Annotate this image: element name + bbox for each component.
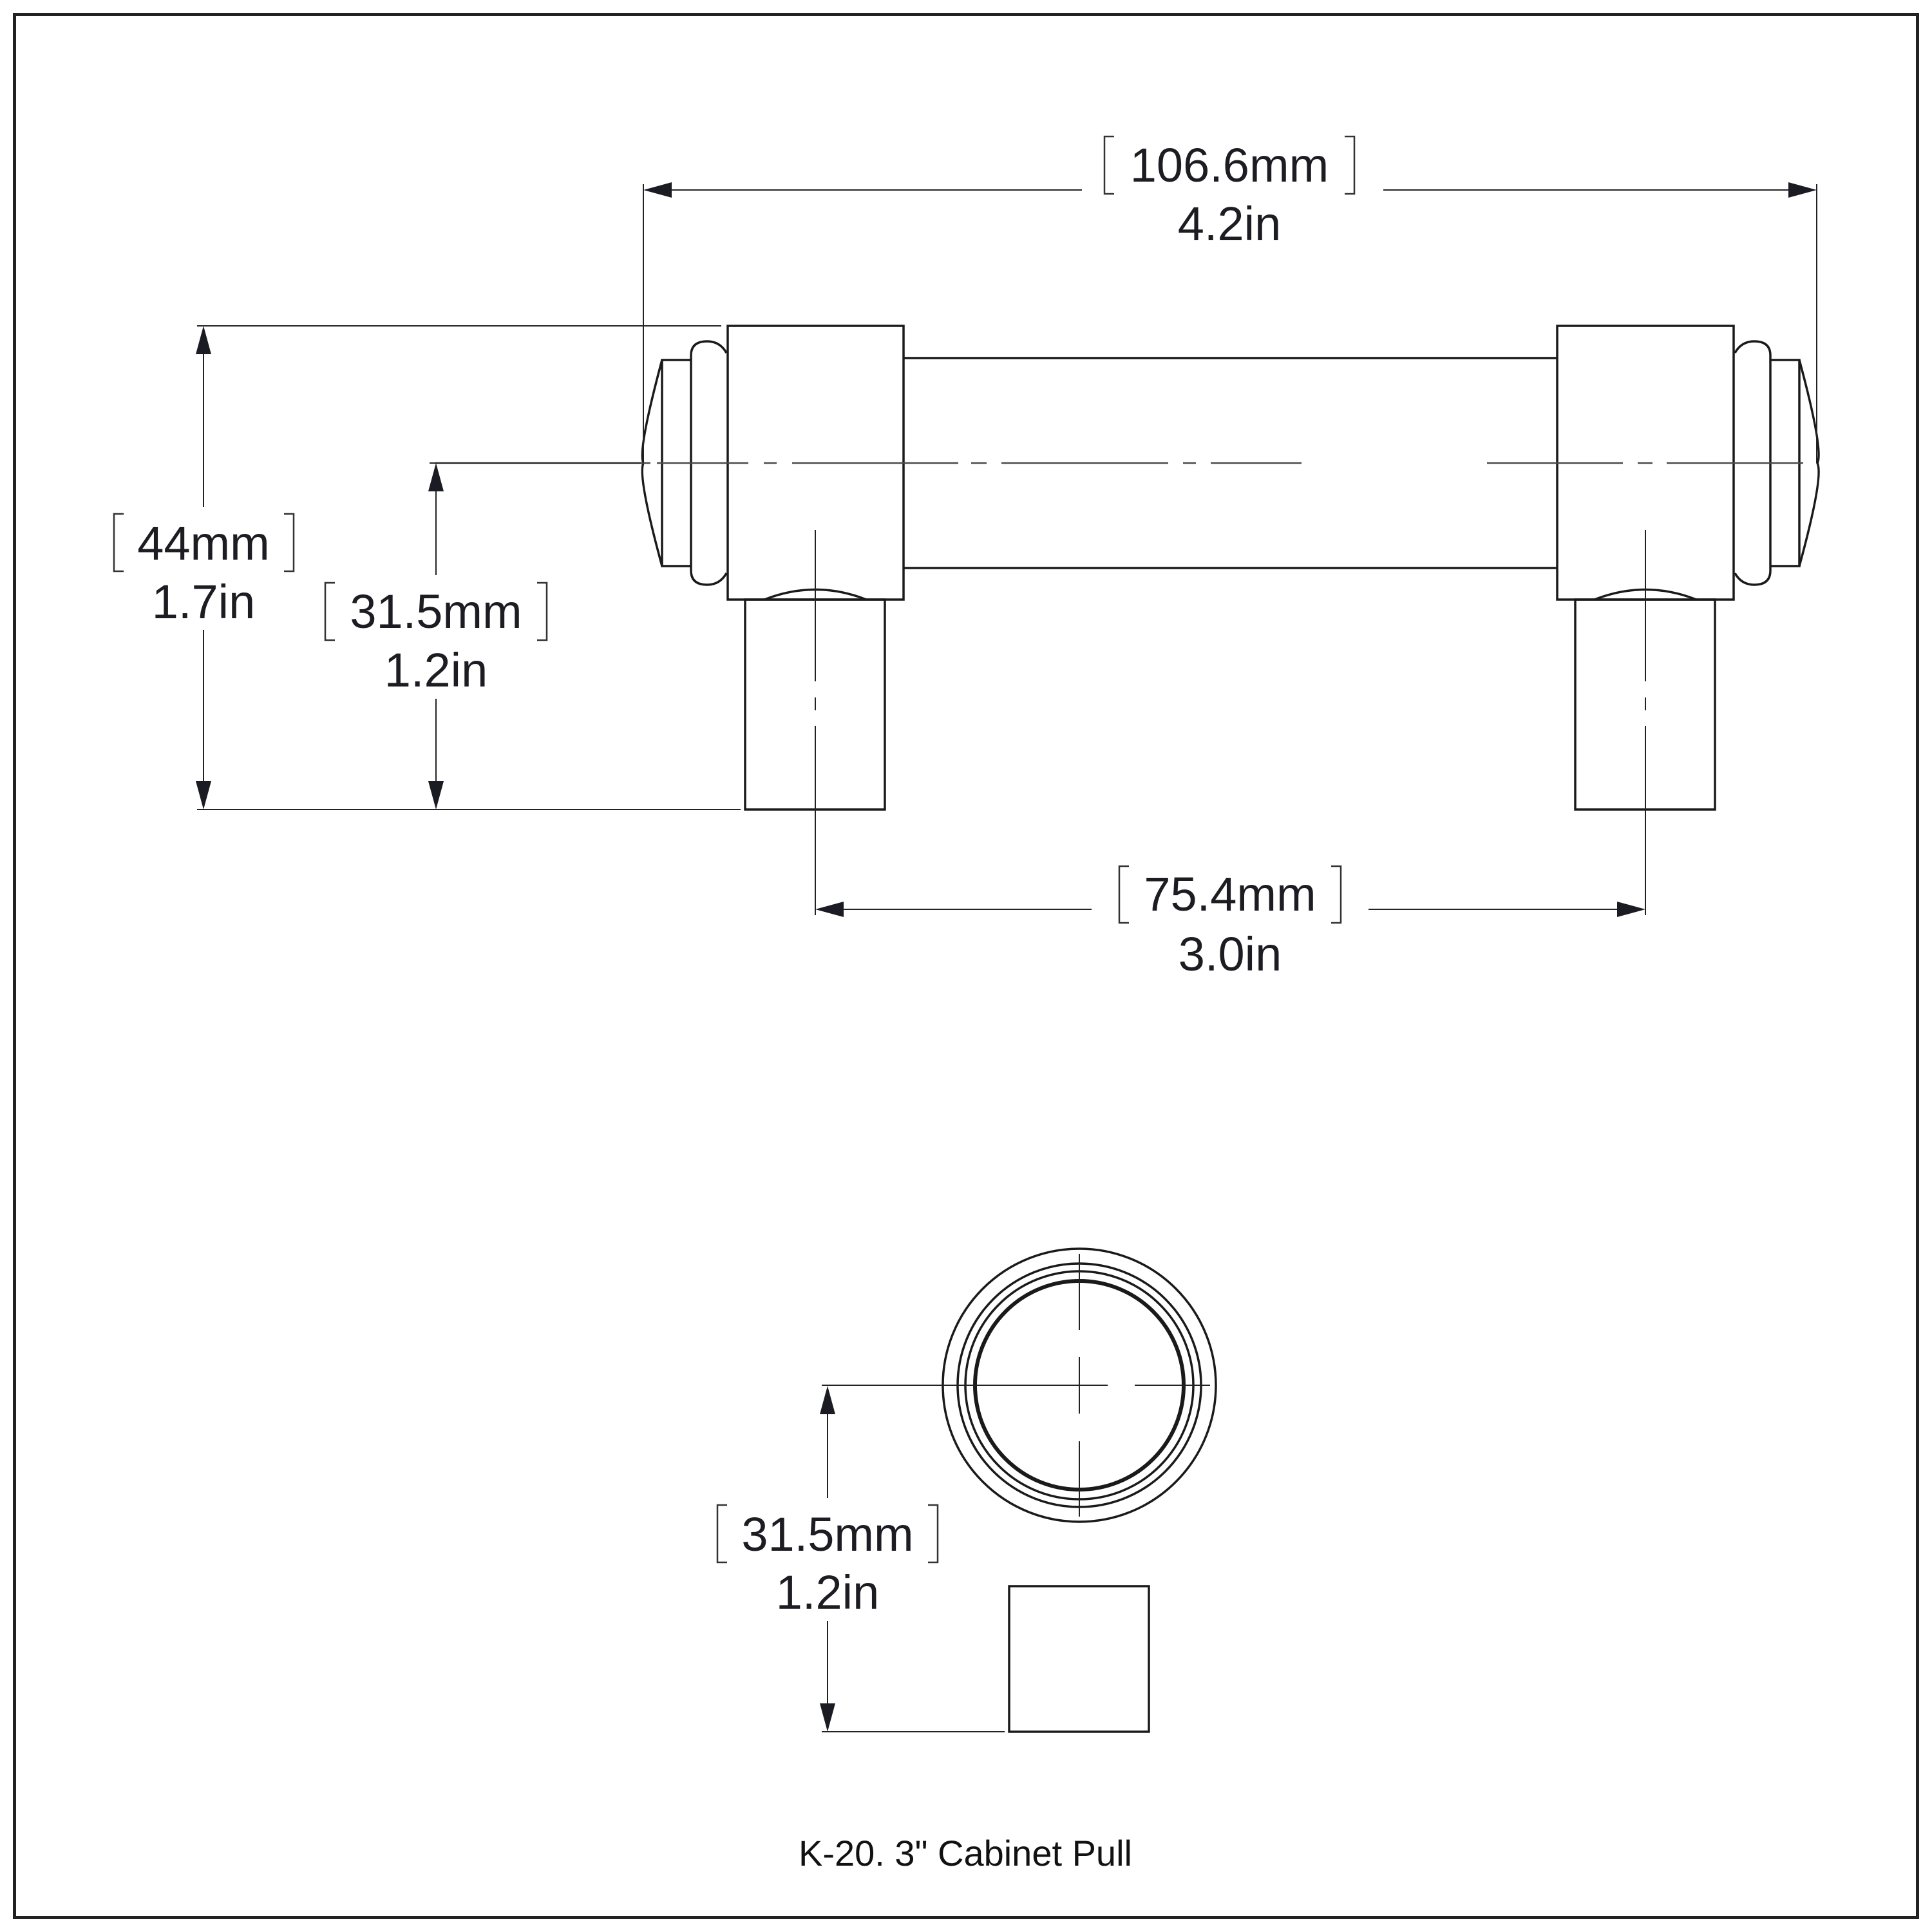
arrow-down-icon [820,1703,835,1732]
arrow-down-icon [428,781,444,810]
dimension-overall-height: 44mm 1.7in [113,325,741,810]
center-height-mm: 31.5mm [350,585,522,638]
overall-height-in: 1.7in [152,575,255,629]
overall-length-in: 4.2in [1178,197,1281,251]
arrow-left-icon [643,182,672,198]
dimension-hole-spacing: 75.4mm 3.0in [815,865,1645,981]
overall-height-mm: 44mm [137,516,270,570]
drawing-frame [13,13,1919,1919]
side-view: 31.5mm 1.2in [716,1247,1217,1733]
dimension-overall-length: 106.6mm 4.2in [643,135,1817,463]
drawing-caption: K-20. 3" Cabinet Pull [799,1833,1132,1873]
arrow-up-icon [820,1386,835,1414]
arrow-up-icon [196,326,211,354]
overall-length-mm: 106.6mm [1130,138,1329,192]
arrow-right-icon [1617,902,1645,917]
front-view: 106.6mm 4.2in 44mm 1.7in 31.5mm 1 [113,135,1820,981]
hole-spacing-mm: 75.4mm [1144,867,1316,921]
arrow-up-icon [428,463,444,491]
hole-spacing-in: 3.0in [1179,927,1282,981]
side-center-height-in: 1.2in [776,1566,879,1619]
arrow-left-icon [815,902,844,917]
side-center-height-mm: 31.5mm [741,1508,913,1561]
crosshair-centerlines [822,1254,1210,1517]
center-height-in: 1.2in [384,643,488,697]
side-post [1008,1585,1150,1733]
dimension-center-height: 31.5mm 1.2in [324,462,641,810]
dimension-side-center-height: 31.5mm 1.2in [716,1386,1005,1732]
arrow-right-icon [1788,182,1817,198]
arrow-down-icon [196,781,211,810]
